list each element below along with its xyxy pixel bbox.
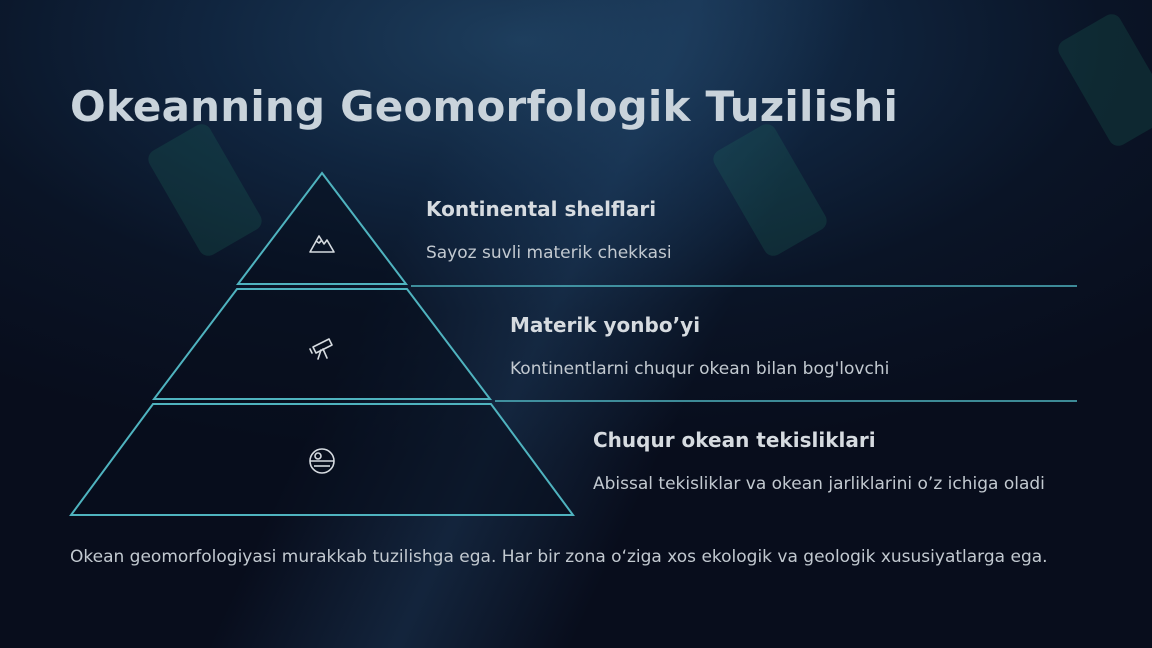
page-title: Okeanning Geomorfologik Tuzilishi [70,82,899,131]
level-heading: Materik yonbo’yi [510,313,701,337]
level-2: Materik yonbo’yi Kontinentlarni chuqur o… [510,313,889,379]
level-description: Sayoz suvli materik chekkasi [426,243,672,263]
level-1: Kontinental shelflari Sayoz suvli materi… [426,197,672,263]
planet-icon [309,448,335,474]
level-description: Abissal tekisliklar va okean jarliklarin… [593,474,1045,494]
mountain-icon [309,235,335,253]
level-heading: Chuqur okean tekisliklari [593,428,876,452]
pyramid-tier-1 [235,171,409,285]
telescope-icon [309,338,333,360]
level-3: Chuqur okean tekisliklari Abissal tekisl… [593,428,1045,494]
footer-text: Okean geomorfologiyasi murakkab tuzilish… [70,547,1048,567]
pyramid-tier-3 [69,403,575,516]
pyramid-tier-2 [151,288,493,400]
level-heading: Kontinental shelflari [426,197,657,221]
level-description: Kontinentlarni chuqur okean bilan bog'lo… [510,359,890,379]
